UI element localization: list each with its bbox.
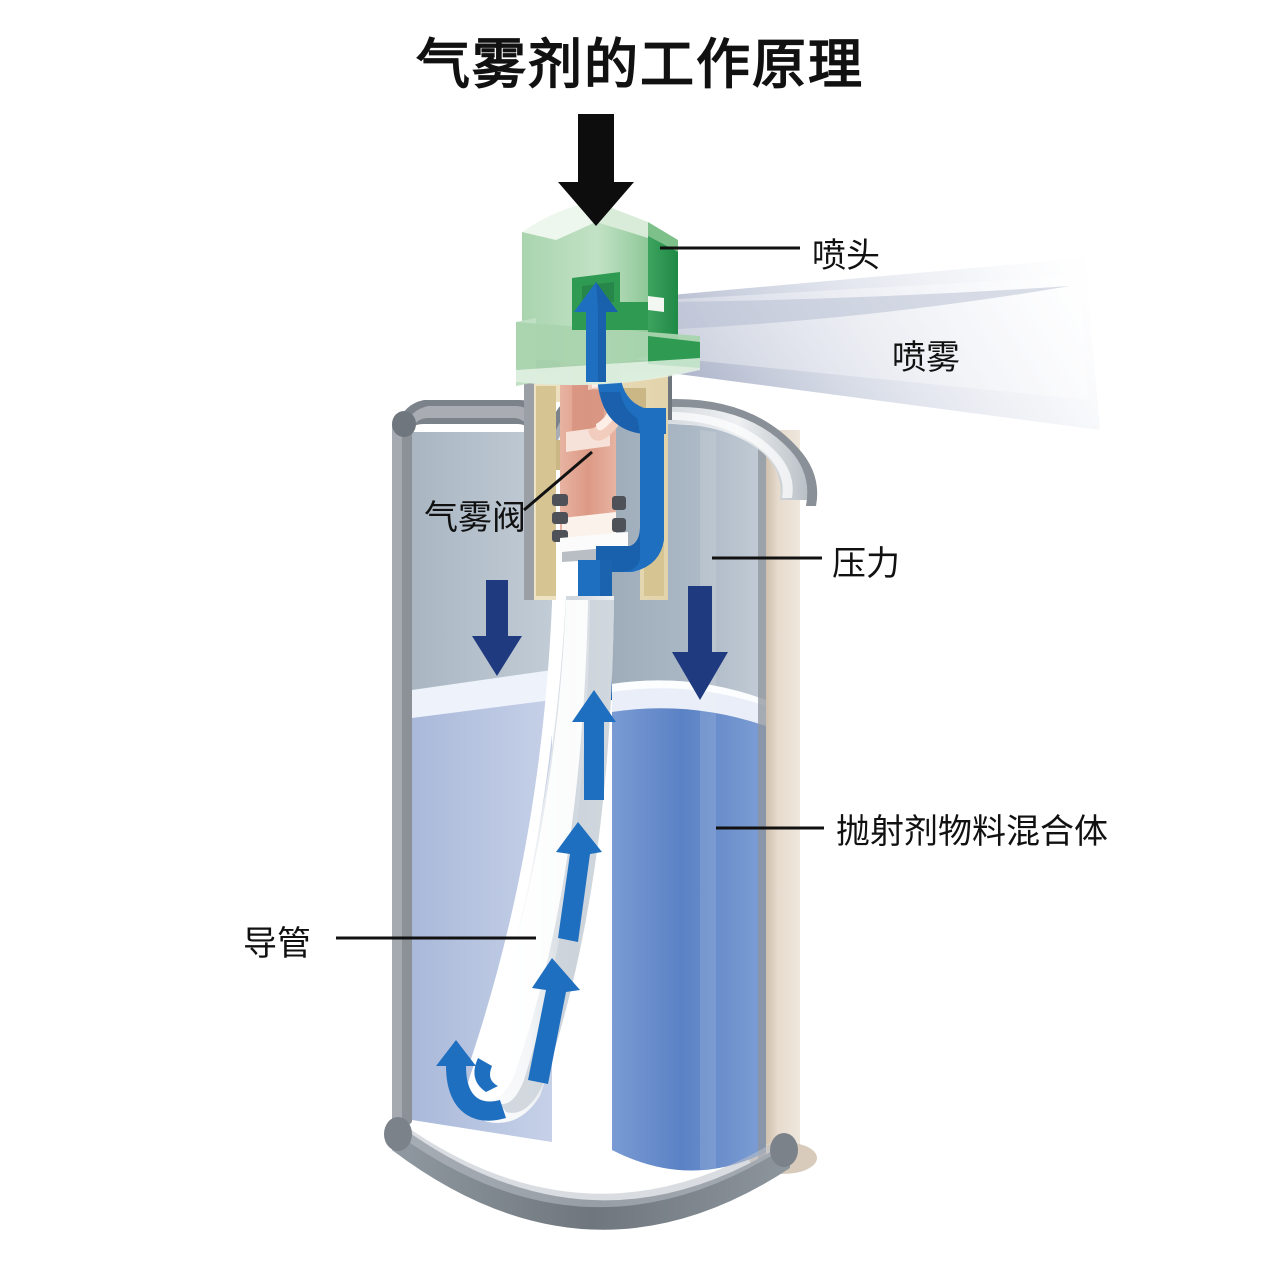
down-arrow-icon-press bbox=[558, 114, 634, 226]
spray-cone bbox=[648, 258, 1100, 430]
up-arrow-icon-riser bbox=[572, 690, 616, 800]
can-body bbox=[384, 420, 817, 1230]
label-spray: 喷雾 bbox=[892, 339, 960, 377]
up-arrow-icon-tube-mid bbox=[528, 958, 580, 1084]
label-propellant-mixture: 抛射剂物料混合体 bbox=[836, 813, 1108, 851]
leader-lines bbox=[336, 246, 824, 940]
leader-line-valve bbox=[523, 450, 593, 512]
up-arrow-icon-tube-upper bbox=[556, 822, 602, 942]
actuator-nozzle bbox=[516, 202, 700, 386]
label-nozzle: 喷头 bbox=[812, 237, 880, 275]
up-arrow-icon-tube-lower bbox=[436, 1040, 506, 1121]
down-arrow-icon-pressure-left bbox=[472, 580, 522, 676]
label-dip-tube: 导管 bbox=[243, 925, 311, 963]
label-aerosol-valve: 气雾阀 bbox=[424, 499, 526, 537]
up-arrow-icon-nozzle bbox=[574, 282, 618, 382]
down-arrow-icon-pressure-right bbox=[672, 586, 728, 700]
label-pressure: 压力 bbox=[832, 545, 900, 583]
page-title: 气雾剂的工作原理 bbox=[416, 35, 864, 95]
aerosol-valve-assembly bbox=[524, 300, 672, 700]
